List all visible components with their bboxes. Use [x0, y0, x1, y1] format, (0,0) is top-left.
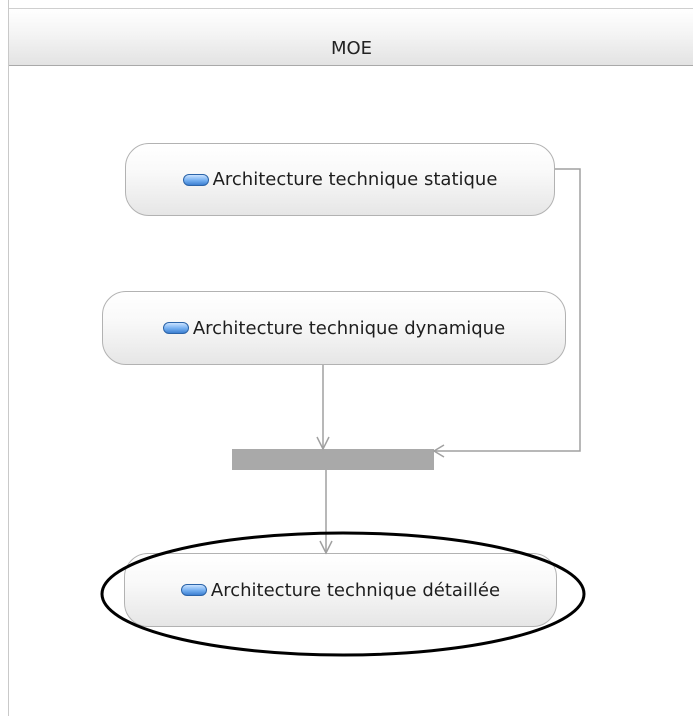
swimlane-moe: MOE [8, 0, 693, 716]
action-pill-icon [182, 173, 209, 186]
action-pill-icon [162, 322, 189, 334]
action-architecture-technique-statique[interactable]: Architecture technique statique [125, 143, 555, 216]
join-bar[interactable] [232, 449, 434, 470]
action-architecture-technique-detaillee[interactable]: Architecture technique détaillée [124, 553, 557, 627]
action-label: Architecture technique statique [212, 169, 498, 190]
action-architecture-technique-dynamique[interactable]: Architecture technique dynamique [102, 291, 566, 365]
action-label: Architecture technique dynamique [192, 317, 506, 339]
swimlane-title: MOE [330, 38, 373, 59]
action-label: Architecture technique détaillée [210, 579, 501, 601]
action-pill-icon [180, 584, 207, 596]
swimlane-header[interactable]: MOE [9, 8, 693, 66]
